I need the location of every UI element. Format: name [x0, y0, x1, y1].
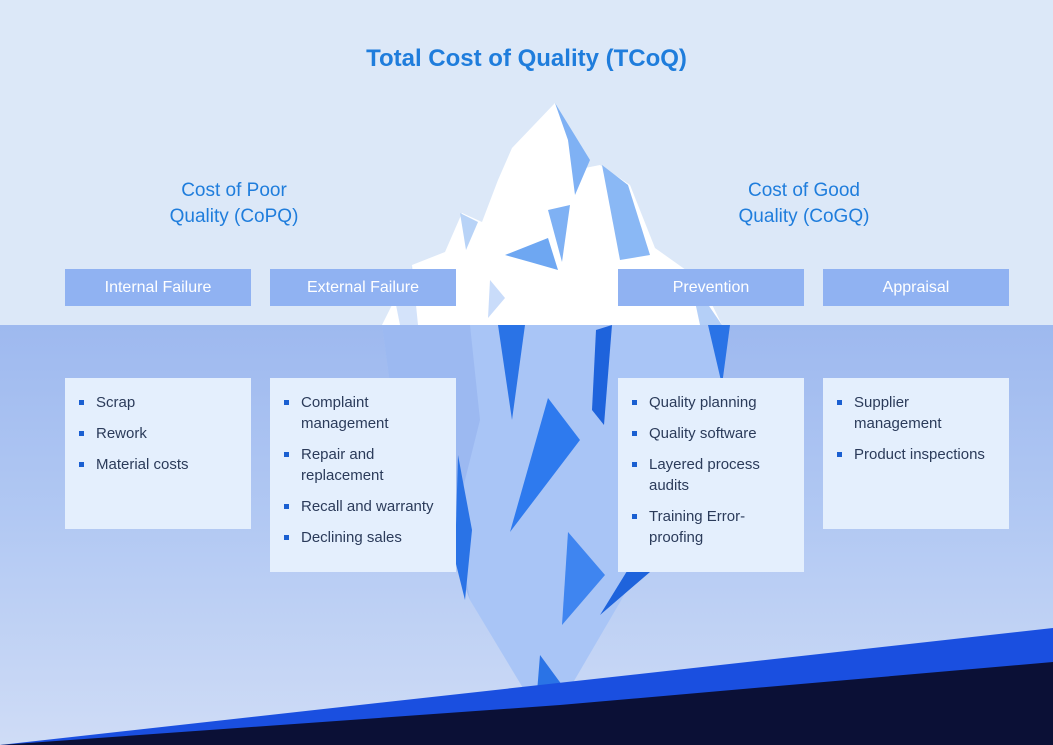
cost-item: Complaint management [282, 392, 446, 434]
cost-item: Rework [77, 423, 241, 444]
iceberg-facet [498, 325, 525, 420]
group-title-line: Quality (CoGQ) [738, 206, 870, 227]
category-header-prevention: Prevention [618, 269, 804, 306]
iceberg-tip-shade [555, 103, 590, 195]
category-box-external-failure: Complaint management Repair and replacem… [270, 378, 456, 572]
cost-item: Declining sales [282, 527, 446, 548]
group-title-line: Cost of Poor [181, 180, 287, 201]
cost-item: Training Error-proofing [630, 506, 794, 548]
cost-item-list: Complaint management Repair and replacem… [282, 392, 446, 548]
group-title-line: Cost of Good [748, 180, 860, 201]
cost-item-list: Quality planning Quality software Layere… [630, 392, 794, 548]
group-title-poor-quality: Cost of Poor Quality (CoPQ) [104, 178, 364, 230]
iceberg-facet [592, 325, 612, 425]
diagram-title: Total Cost of Quality (TCoQ) [366, 45, 687, 72]
iceberg-tip-shade [488, 280, 505, 318]
cost-item: Recall and warranty [282, 496, 446, 517]
group-title-good-quality: Cost of Good Quality (CoGQ) [674, 178, 934, 230]
sea-floor [0, 662, 1053, 745]
category-header-internal-failure: Internal Failure [65, 269, 251, 306]
category-header-external-failure: External Failure [270, 269, 456, 306]
iceberg-tip-shade [602, 165, 650, 260]
category-box-appraisal: Supplier management Product inspections [823, 378, 1009, 529]
iceberg-tip-shade [460, 213, 478, 250]
cost-item: Product inspections [835, 444, 999, 465]
iceberg-facet [562, 532, 605, 625]
cost-item: Quality planning [630, 392, 794, 413]
iceberg-facet [455, 455, 472, 600]
iceberg-tip-shade [548, 205, 570, 262]
iceberg-tip-shade [505, 238, 558, 270]
cost-item: Repair and replacement [282, 444, 446, 486]
cost-item-list: Scrap Rework Material costs [77, 392, 241, 475]
iceberg-facet [510, 398, 580, 532]
cost-item: Quality software [630, 423, 794, 444]
category-box-prevention: Quality planning Quality software Layere… [618, 378, 804, 572]
cost-item: Material costs [77, 454, 241, 475]
cost-item-list: Supplier management Product inspections [835, 392, 999, 465]
cost-item: Scrap [77, 392, 241, 413]
cost-item: Layered process audits [630, 454, 794, 496]
category-box-internal-failure: Scrap Rework Material costs [65, 378, 251, 529]
cost-item: Supplier management [835, 392, 999, 434]
iceberg-facet [708, 325, 730, 385]
group-title-line: Quality (CoPQ) [169, 206, 299, 227]
category-header-appraisal: Appraisal [823, 269, 1009, 306]
